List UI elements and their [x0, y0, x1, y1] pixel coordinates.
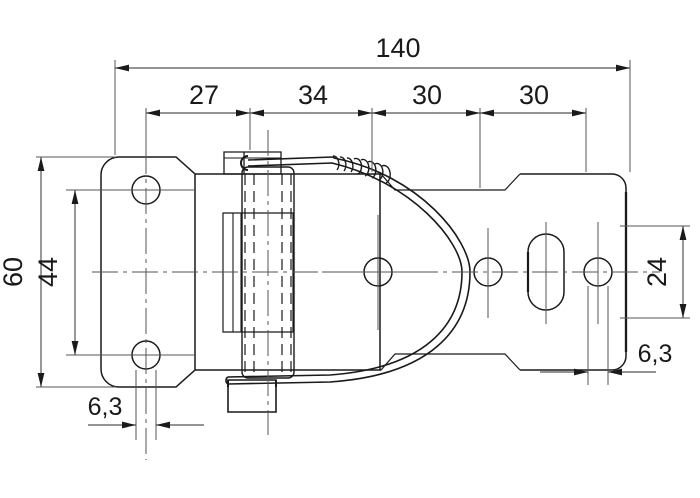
label-30b: 30	[519, 80, 549, 110]
body-lower-step	[380, 353, 521, 371]
bottom-stud	[227, 379, 277, 413]
spring-coil-section	[332, 155, 391, 184]
wire-left-endcap	[225, 376, 229, 385]
wire-bail-loop-outer	[227, 156, 471, 385]
label-140: 140	[375, 33, 420, 63]
dimension-labels: 140 27 34 30 30 60 44 24 6,3 6,3	[0, 33, 672, 421]
label-30a: 30	[412, 80, 442, 110]
top-cap-plate	[223, 151, 282, 175]
centerlines	[92, 130, 660, 460]
label-34: 34	[298, 80, 328, 110]
label-27: 27	[189, 80, 219, 110]
cylinder-side-face	[222, 212, 294, 333]
cylindrical-barrel	[241, 166, 295, 379]
label-44: 44	[33, 257, 63, 287]
left-mounting-plate	[100, 156, 196, 388]
label-24: 24	[642, 257, 672, 287]
label-63-right: 6,3	[638, 340, 673, 368]
label-63-left: 6,3	[88, 393, 123, 421]
label-60: 60	[0, 257, 28, 287]
right-plate-slot	[527, 233, 565, 311]
dimension-lines	[37, 64, 687, 429]
body-upper-step	[380, 173, 521, 191]
wire-hook-eye	[240, 155, 249, 171]
